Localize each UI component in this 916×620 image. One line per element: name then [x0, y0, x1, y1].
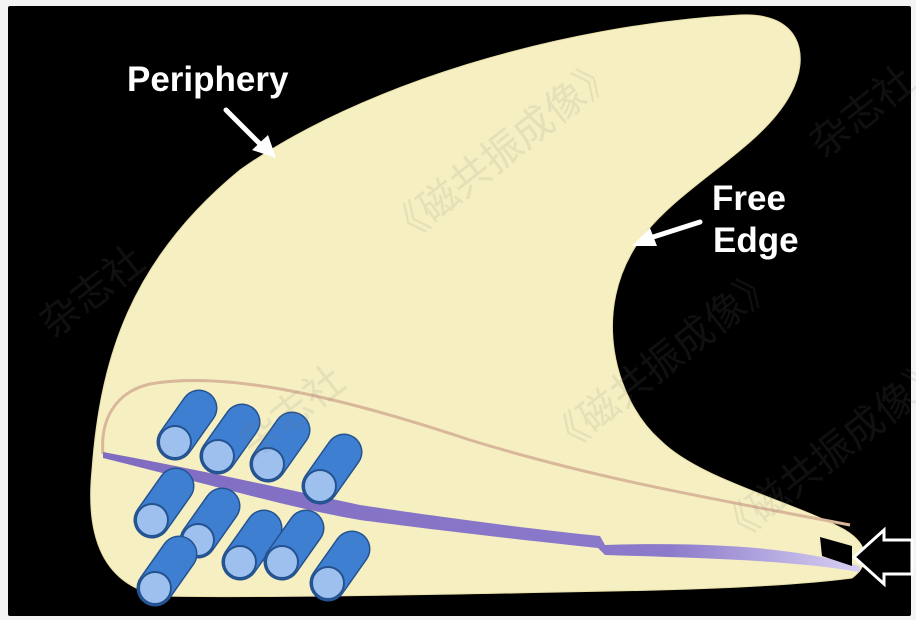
- label-free-edge-line1: Free: [712, 180, 786, 218]
- compression-arrow-icon: [854, 530, 912, 584]
- label-free-edge-line2: Edge: [713, 222, 799, 260]
- periphery-arrow-icon: [226, 110, 276, 158]
- label-periphery: Periphery: [127, 61, 288, 99]
